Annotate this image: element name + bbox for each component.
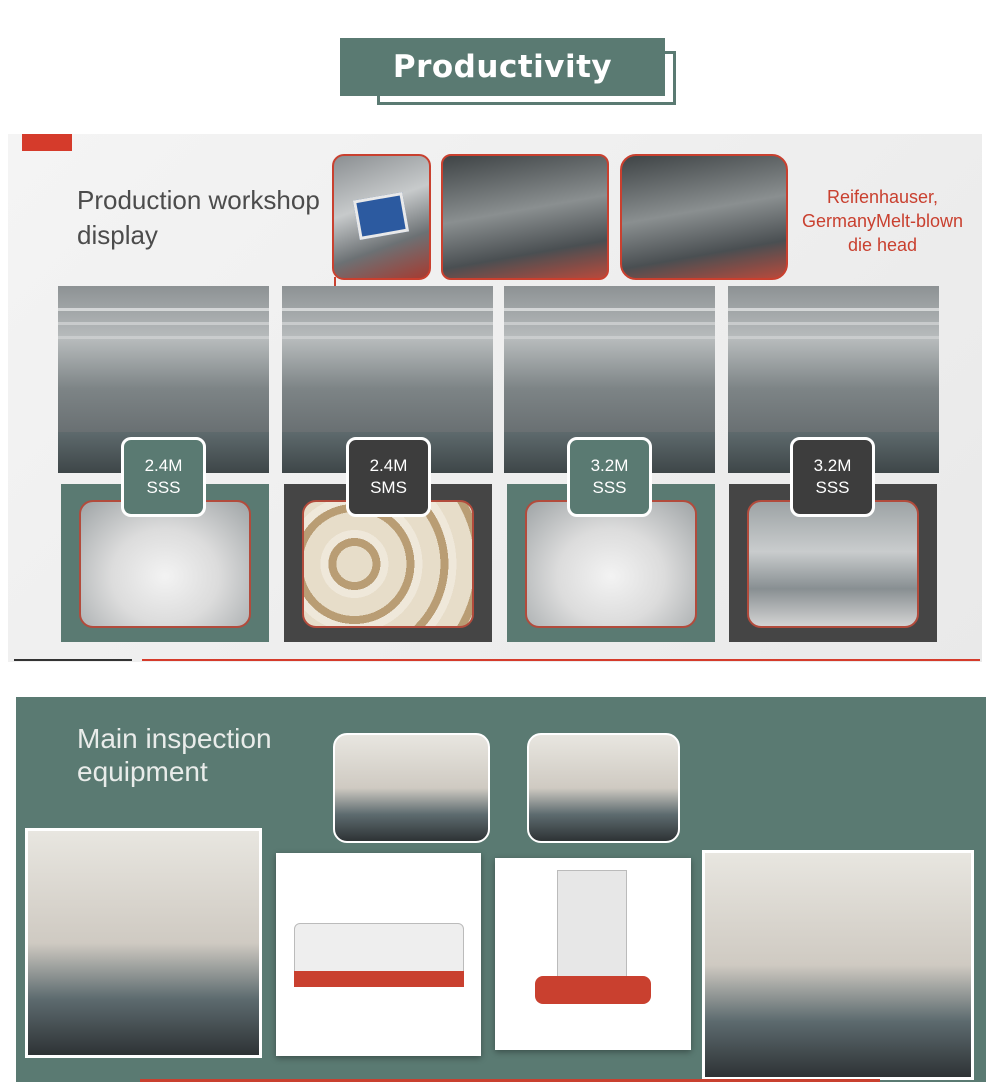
inspection-photo-1 bbox=[25, 828, 262, 1058]
reifenhauser-logo-plate bbox=[352, 191, 410, 241]
line-badge-size: 2.4M bbox=[369, 456, 408, 475]
burst-tester-body bbox=[557, 870, 627, 980]
line-badge-size: 2.4M bbox=[144, 456, 183, 475]
line-badge-size: 3.2M bbox=[813, 456, 852, 475]
line-badge-2: 2.4M SMS bbox=[346, 437, 431, 517]
inspection-photo-3 bbox=[495, 858, 691, 1050]
product-photo-3 bbox=[525, 500, 697, 628]
page-title: Productivity bbox=[340, 38, 665, 96]
line-badge-4: 3.2M SSS bbox=[790, 437, 875, 517]
line-badge-type: SSS bbox=[146, 478, 181, 497]
die-head-photo-1 bbox=[332, 154, 431, 280]
abrasion-tester-red-stripe bbox=[294, 971, 464, 987]
line-badge-1: 2.4M SSS bbox=[121, 437, 206, 517]
inspection-photo-small-1 bbox=[333, 733, 490, 843]
inspection-heading: Main inspection equipment bbox=[77, 723, 272, 787]
footer-accent-line bbox=[140, 1079, 880, 1082]
die-head-photo-2 bbox=[441, 154, 609, 280]
line-badge-type: SMS bbox=[370, 478, 407, 497]
burst-tester-base bbox=[535, 976, 651, 1004]
inspection-photo-2 bbox=[276, 853, 481, 1056]
line-badge-type: SSS bbox=[592, 478, 627, 497]
product-photo-1 bbox=[79, 500, 251, 628]
inspection-photo-4 bbox=[702, 850, 974, 1080]
section-accent-tab bbox=[22, 134, 72, 151]
workshop-heading: Production workshop display bbox=[77, 185, 320, 250]
section-divider-dark bbox=[14, 659, 132, 661]
die-head-caption: Reifenhauser, GermanyMelt-blown die head bbox=[801, 187, 964, 255]
die-head-photo-3 bbox=[620, 154, 788, 280]
line-badge-size: 3.2M bbox=[590, 456, 629, 475]
inspection-photo-small-2 bbox=[527, 733, 680, 843]
product-photo-2 bbox=[302, 500, 474, 628]
line-badge-type: SSS bbox=[815, 478, 850, 497]
line-badge-3: 3.2M SSS bbox=[567, 437, 652, 517]
section-divider-red bbox=[142, 659, 980, 661]
product-photo-4 bbox=[747, 500, 919, 628]
